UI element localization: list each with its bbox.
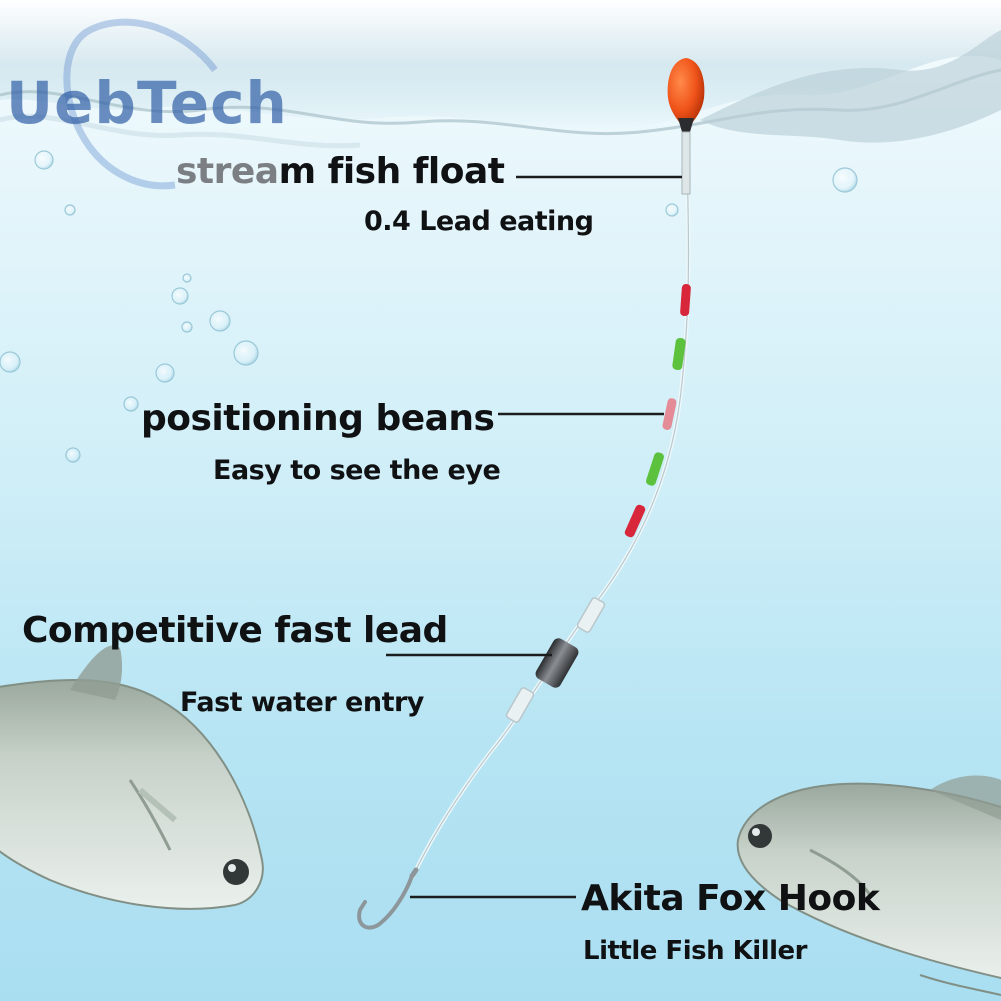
competitive-fast-lead: [505, 597, 606, 723]
watermark-logo: [63, 18, 218, 190]
float-label-subtitle: 0.4 Lead eating: [364, 206, 594, 237]
fish-left: [0, 645, 264, 910]
lead-label-title: Competitive fast lead: [22, 610, 448, 651]
fish-right: [736, 775, 1001, 996]
stream-fish-float: [667, 58, 705, 195]
float-label-title-light: strea: [176, 151, 279, 192]
watermark-text: UebTech: [6, 69, 288, 137]
lead-label-subtitle: Fast water entry: [180, 687, 424, 718]
label-leaders: [386, 175, 682, 899]
fishing-rig: [357, 58, 705, 930]
fishing-line: [410, 129, 691, 879]
float-label-title: stream fish float: [176, 151, 505, 193]
bubbles: [0, 150, 858, 463]
beans-label-title: positioning beans: [141, 398, 495, 439]
float-label-title-main: m fish float: [278, 151, 505, 192]
hook-label-subtitle: Little Fish Killer: [583, 936, 807, 966]
hook-label-title: Akita Fox Hook: [581, 878, 880, 919]
akita-fox-hook: [357, 867, 419, 930]
beans-label-subtitle: Easy to see the eye: [213, 455, 501, 486]
water-surface: [0, 0, 1001, 149]
positioning-beans: [624, 284, 691, 538]
